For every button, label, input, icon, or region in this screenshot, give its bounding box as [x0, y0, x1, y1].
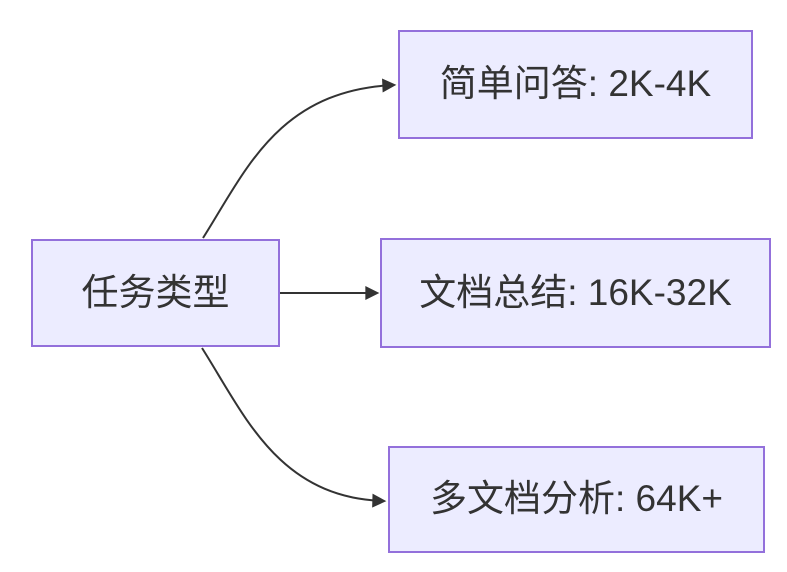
node-task-type-label: 任务类型	[81, 271, 230, 313]
node-doc-summary-label: 文档总结: 16K-32K	[419, 271, 732, 313]
edge-root-to-simple-qa	[202, 78, 397, 239]
node-simple-qa: 简单问答: 2K-4K	[398, 30, 753, 139]
node-multi-doc-label: 多文档分析: 64K+	[429, 478, 723, 520]
node-simple-qa-label: 简单问答: 2K-4K	[439, 63, 712, 105]
edge-root-to-multi-doc	[201, 347, 387, 508]
node-multi-doc: 多文档分析: 64K+	[388, 446, 765, 553]
node-task-type: 任务类型	[31, 239, 280, 347]
node-doc-summary: 文档总结: 16K-32K	[380, 238, 771, 348]
